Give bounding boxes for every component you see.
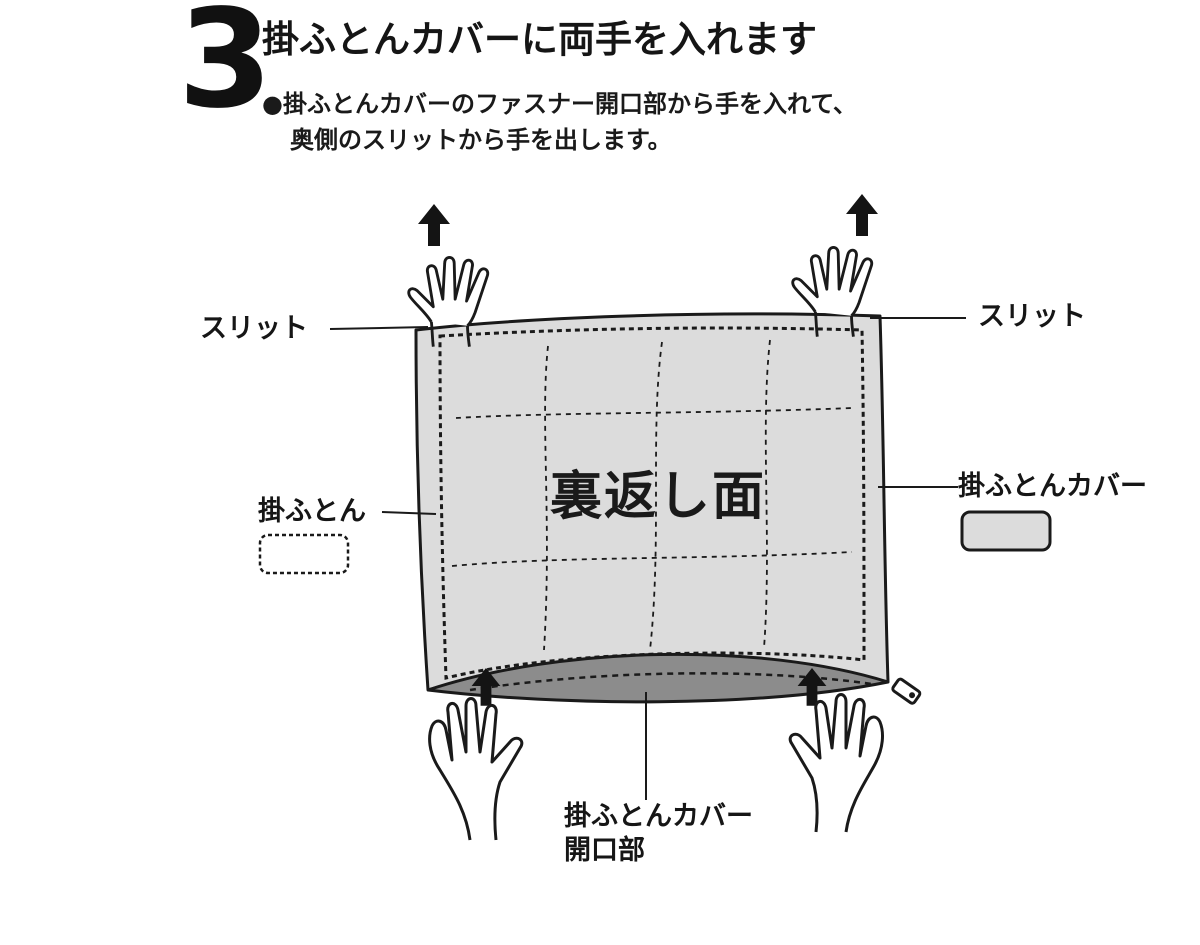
inside-out-side-label: 裏返し面 bbox=[550, 467, 767, 527]
step-description-line1: ●掛ふとんカバーのファスナー開口部から手を入れて、 bbox=[262, 90, 858, 118]
inner-futon-outline bbox=[438, 326, 866, 680]
slit-right-label: スリット bbox=[978, 301, 1086, 332]
zipper-pull bbox=[891, 677, 922, 705]
step-description-line2: 奥側のスリットから手を出します。 bbox=[290, 126, 672, 154]
bottom-right-hand-icon bbox=[788, 693, 884, 833]
slit-left-label: スリット bbox=[200, 313, 308, 344]
up-arrow-top-left-icon bbox=[418, 204, 450, 246]
quilt-stitch-lines bbox=[451, 339, 853, 651]
up-arrow-top-right-icon bbox=[846, 194, 878, 236]
cover-label: 掛ふとんカバー bbox=[958, 471, 1147, 502]
step-description: ●掛ふとんカバーのファスナー開口部から手を入れて、 奥側のスリットから手を出しま… bbox=[262, 86, 857, 158]
futon-legend-swatch bbox=[258, 533, 350, 575]
leader-lines bbox=[329, 317, 966, 800]
step-number: 3 bbox=[178, 0, 273, 139]
bottom-left-hand-icon bbox=[428, 697, 524, 841]
cover-opening-label: 掛ふとんカバー 開口部 bbox=[564, 800, 753, 868]
futon-label: 掛ふとん bbox=[258, 496, 366, 527]
cover-opening-label-line1: 掛ふとんカバー bbox=[564, 801, 753, 832]
cover-legend-swatch bbox=[960, 510, 1052, 552]
step-title: 掛ふとんカバーに両手を入れます bbox=[262, 18, 817, 61]
cover-opening-label-line2: 開口部 bbox=[564, 834, 645, 866]
